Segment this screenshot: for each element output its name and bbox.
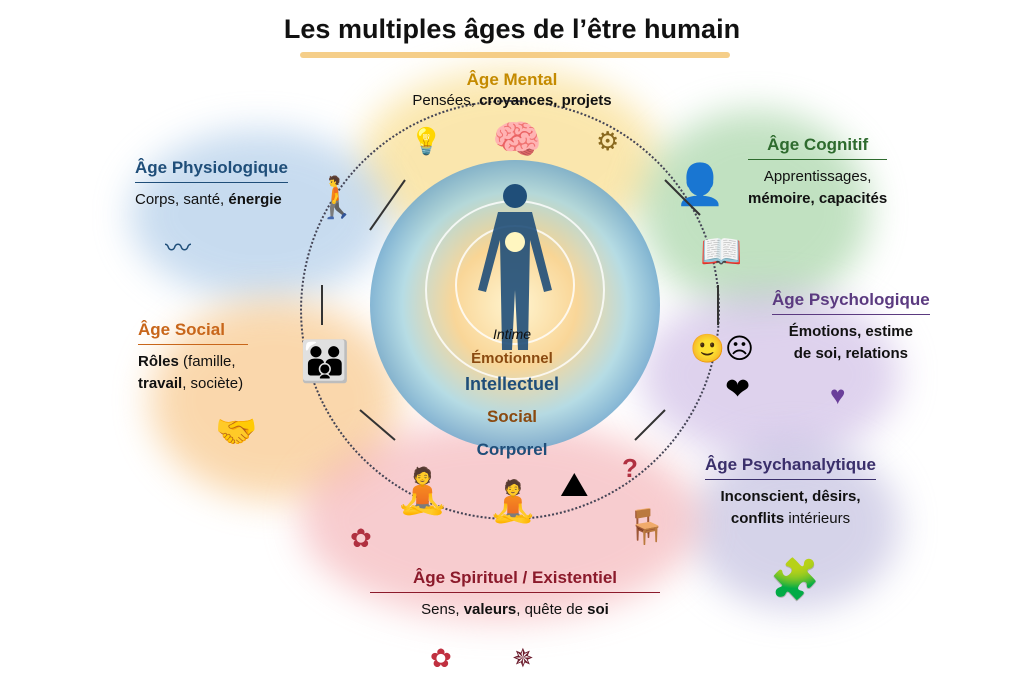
layer-intellectuel: Intellectuel bbox=[464, 374, 560, 394]
puzzle-lock-icon: 🧩 bbox=[770, 558, 820, 602]
desc-text: , sociète) bbox=[182, 375, 244, 392]
section-psychanalytique: Âge Psychanalytique Inconscient, dêsirs,… bbox=[705, 455, 877, 530]
psychanalytique-wash bbox=[690, 440, 900, 610]
section-desc: Sens, valeurs, quête de soi bbox=[370, 599, 660, 621]
book-icon: 📖 bbox=[700, 233, 743, 271]
section-desc: Inconscient, dêsirs, conflits intérieurs bbox=[705, 486, 876, 530]
section-title: Âge Cognitif bbox=[767, 135, 869, 154]
desc-text: conflits bbox=[730, 510, 785, 527]
section-psychologique: Âge Psychologique Émotions, estime de soi… bbox=[772, 290, 930, 365]
heartbeat-icon: 〰 bbox=[165, 233, 192, 263]
divider bbox=[705, 479, 877, 480]
purple-heart-icon: ♥ bbox=[830, 380, 846, 410]
section-title: Âge Psychologique bbox=[772, 290, 930, 309]
page-title: Les multiples âges de l’être humain bbox=[283, 14, 741, 44]
section-desc: Rôles (famille, travail, sociète) bbox=[138, 351, 248, 395]
human-figure-icon bbox=[478, 184, 552, 350]
divider bbox=[138, 344, 248, 345]
desc-text: Inconscient, dêsirs, bbox=[720, 488, 861, 505]
section-title: Âge Physiologique bbox=[135, 158, 289, 177]
desc-text: Pensées, bbox=[412, 92, 480, 109]
title-underline bbox=[300, 52, 730, 58]
section-cognitif: Âge Cognitif Apprentissages, mémoire, cap… bbox=[748, 135, 888, 210]
meditation-icon: 🧘 bbox=[395, 467, 450, 516]
desc-text: , quête de bbox=[516, 601, 588, 618]
desc-text: énergie bbox=[228, 191, 282, 208]
desc-text: mémoire, capacités bbox=[748, 190, 888, 207]
layer-intime: Intime bbox=[492, 326, 532, 342]
layer-social: Social bbox=[486, 407, 538, 426]
section-title: Âge Social bbox=[138, 320, 225, 339]
desc-text: croyances, projets bbox=[479, 92, 612, 109]
desc-text: travail bbox=[138, 375, 183, 392]
section-social: Âge Social Rôles (famille, travail, sociè… bbox=[138, 320, 248, 395]
desc-text: intérieurs bbox=[784, 510, 851, 527]
section-spirituel: Âge Spirituel / Existentiel Sens, valeur… bbox=[370, 568, 660, 621]
emotion-faces-icon: 🙂☹ bbox=[690, 333, 755, 364]
arrow-social-spirituel bbox=[359, 409, 396, 441]
desc-text: (famille, bbox=[178, 353, 236, 370]
desc-text: Sens, bbox=[421, 601, 464, 618]
section-desc: Apprentissages, mémoire, capacités bbox=[748, 166, 887, 210]
question-mark-icon: ? bbox=[622, 453, 638, 483]
desc-text: Émotions, estime bbox=[788, 323, 913, 340]
desc-text: Corps, santé, bbox=[135, 191, 229, 208]
section-desc: Pensées, croyances, projets bbox=[400, 90, 624, 112]
meditation-icon: 🧘 bbox=[488, 480, 538, 524]
heart-in-hand-icon: ❤ bbox=[725, 373, 751, 406]
handshake-icon: 🤝 bbox=[215, 413, 258, 451]
lotus-icon: ✿ bbox=[430, 643, 452, 673]
brain-icon: 🧠 bbox=[492, 118, 542, 162]
life-stages-icon: 🚶 bbox=[312, 176, 362, 220]
section-title: Âge Psychanalytique bbox=[705, 455, 877, 474]
divider bbox=[772, 314, 930, 315]
lotus-icon: ✿ bbox=[350, 523, 372, 553]
lightbulb-icon: 💡 bbox=[410, 126, 443, 156]
family-icon: 👪 bbox=[300, 340, 350, 384]
section-title: Âge Spirituel / Existentiel bbox=[412, 568, 618, 587]
desc-text: valeurs bbox=[463, 601, 517, 618]
arrow-physio-mental bbox=[369, 179, 406, 231]
divider bbox=[135, 182, 289, 183]
arrow-psycho-spirituel bbox=[634, 409, 666, 441]
compass-icon: ✵ bbox=[512, 643, 534, 673]
section-title: Âge Mental bbox=[466, 70, 558, 89]
desc-text: Rôles bbox=[138, 353, 179, 370]
gear-icon: ⚙ bbox=[596, 126, 620, 156]
section-mental: Âge Mental Pensées, croyances, projets bbox=[400, 70, 624, 112]
divider bbox=[748, 159, 888, 160]
layer-emotionnel: Émotionnel bbox=[471, 350, 553, 367]
layer-corporel: Corporel bbox=[476, 440, 548, 459]
section-physiologique: Âge Physiologique Corps, santé, énergie bbox=[135, 158, 289, 211]
desc-text: soi bbox=[587, 601, 609, 618]
mountain-path-icon: ⛰ bbox=[560, 466, 589, 504]
desc-text: de soi, relations bbox=[793, 345, 908, 362]
arrow-mental-cognitif bbox=[664, 179, 701, 216]
divider bbox=[370, 592, 660, 593]
section-desc: Corps, santé, énergie bbox=[135, 189, 288, 211]
section-desc: Émotions, estime de soi, relations bbox=[772, 321, 930, 365]
desc-text: Apprentissages, bbox=[763, 168, 872, 185]
thinking-person-icon: 🪑 bbox=[625, 508, 668, 546]
